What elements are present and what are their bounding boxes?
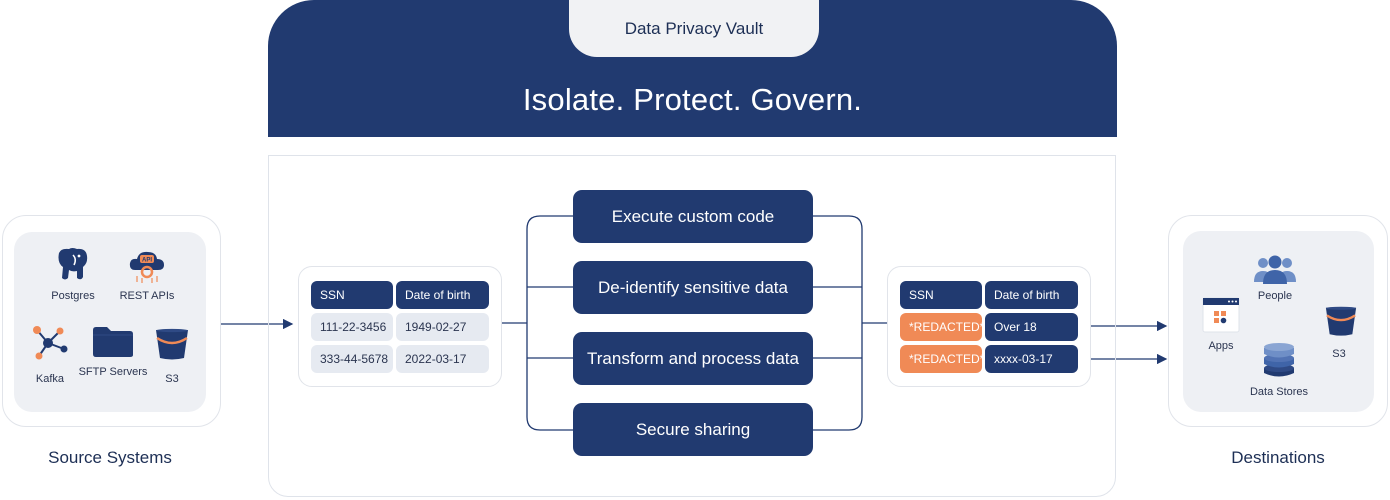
folder-icon xyxy=(92,326,134,358)
source-label-kafka: Kafka xyxy=(35,373,65,385)
source-label-s3: S3 xyxy=(165,373,179,385)
input-cell-ssn-1: 111-22-3456 xyxy=(311,313,393,341)
output-header-ssn: SSN xyxy=(900,281,982,309)
destinations-caption: Destinations xyxy=(1231,448,1325,467)
vault-tab-label: Data Privacy Vault xyxy=(569,0,819,57)
source-systems-caption: Source Systems xyxy=(48,448,172,467)
destination-bucket-icon xyxy=(1324,305,1358,337)
input-cell-dob-2: 2022-03-17 xyxy=(396,345,489,373)
banner-title: Isolate. Protect. Govern. xyxy=(522,82,863,117)
destination-label-people: People xyxy=(1257,290,1293,302)
output-header-dob: Date of birth xyxy=(985,281,1078,309)
input-header-dob: Date of birth xyxy=(396,281,489,309)
input-header-ssn: SSN xyxy=(311,281,393,309)
bucket-icon xyxy=(154,328,190,360)
destination-label-data-stores: Data Stores xyxy=(1249,386,1309,398)
source-label-sftp: SFTP Servers xyxy=(78,366,148,378)
op-transform-process: Transform and process data xyxy=(573,332,813,385)
op-secure-sharing: Secure sharing xyxy=(573,403,813,456)
output-cell-ssn-2: *REDACTED* xyxy=(900,345,984,373)
source-label-rest-apis: REST APIs xyxy=(119,290,175,302)
op-execute-custom-code: Execute custom code xyxy=(573,190,813,243)
people-icon xyxy=(1253,254,1297,284)
source-label-postgres: Postgres xyxy=(51,290,95,302)
destination-label-apps: Apps xyxy=(1208,340,1234,352)
output-cell-dob-1: Over 18 xyxy=(985,313,1078,341)
postgres-elephant-icon xyxy=(53,247,91,283)
vault-main-panel xyxy=(268,155,1116,497)
destination-label-s3: S3 xyxy=(1332,348,1346,360)
app-window-icon xyxy=(1202,297,1240,333)
left-bracket-line xyxy=(526,215,573,431)
source-systems-inner xyxy=(14,232,206,412)
output-cell-dob-2: xxxx-03-17 xyxy=(985,345,1078,373)
kafka-network-icon xyxy=(31,324,69,362)
svg-text:API: API xyxy=(142,258,152,264)
input-cell-dob-1: 1949-02-27 xyxy=(396,313,489,341)
input-cell-ssn-2: 333-44-5678 xyxy=(311,345,393,373)
database-icon xyxy=(1262,340,1296,378)
api-cloud-gear-icon: API xyxy=(127,246,167,286)
output-cell-ssn-1: *REDACTED* xyxy=(900,313,984,341)
op-deidentify-data: De-identify sensitive data xyxy=(573,261,813,314)
